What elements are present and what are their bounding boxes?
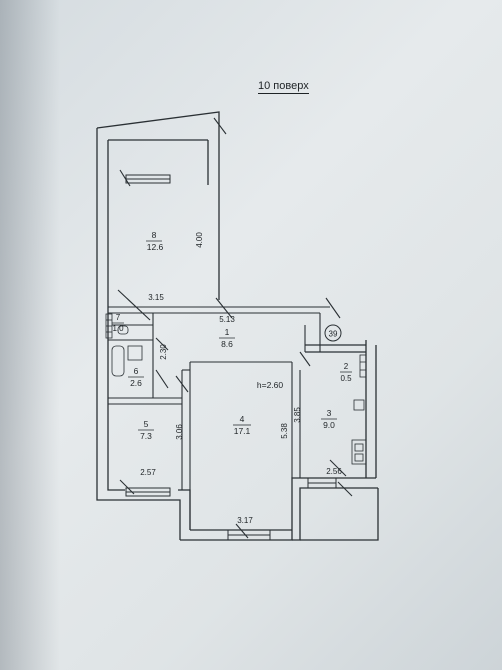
room-3-number: 3 [327,408,332,418]
dim-room3-height: 3.85 [293,407,302,423]
flat-number-circle [324,324,342,342]
room-1-number: 1 [225,327,230,337]
dim-room3-width: 2.56 [326,467,342,476]
room-6-number: 6 [134,366,139,376]
room-7-area: 1.0 [112,324,124,333]
dim-room5-height: 3.06 [175,424,184,440]
room-8-area: 12.6 [147,242,164,252]
room-5-number: 5 [144,419,149,429]
dim-room4-width: 3.17 [237,516,253,525]
dim-hall-length: 5.13 [219,315,235,324]
room-2-area: 0.5 [340,374,352,383]
sheet-shadow [0,0,60,670]
dimension-labels: 4.00 3.15 5.13 2.30 3.06 5.38 3.85 2.57 … [140,232,342,525]
room-2-number: 2 [344,362,349,371]
dim-room5-width: 2.57 [140,468,156,477]
room-5-area: 7.3 [140,431,152,441]
dim-room8-height: 4.00 [195,232,204,248]
room-1-area: 8.6 [221,339,233,349]
room-3-area: 9.0 [323,420,335,430]
dim-room8-width: 3.15 [148,293,164,302]
dimension-ticks [117,117,353,539]
room-labels: 8 12.6 7 1.0 1 8.6 2 0.5 6 2.6 4 17.1 3 … [112,230,352,441]
dim-room4-height: 5.38 [280,423,289,439]
room-6-area: 2.6 [130,378,142,388]
room-8-number: 8 [152,230,157,240]
bathroom-fixtures [105,313,367,465]
room-4-area: 17.1 [234,426,251,436]
room-4-number: 4 [240,414,245,424]
dim-hall-width: 2.30 [159,344,168,360]
flat-number: 39 [329,330,338,339]
room-7-number: 7 [116,313,121,322]
floor-caption: 10 поверх [258,80,309,94]
ceiling-height: h=2.60 [257,380,284,390]
windows [125,174,337,541]
